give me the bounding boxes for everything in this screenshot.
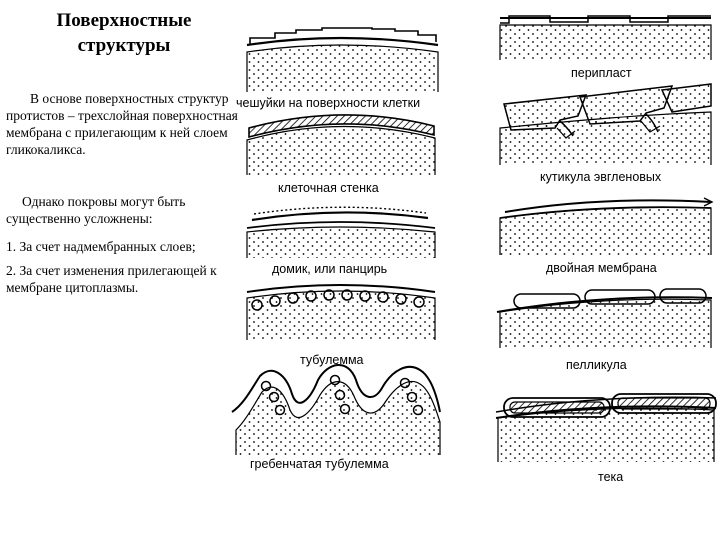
- scales-figure: [247, 28, 438, 92]
- label-house: домик, или панцирь: [272, 262, 387, 276]
- label-euglena-cuticle: кутикула эвгленовых: [540, 170, 661, 184]
- comb-tubulemma-figure: [232, 365, 440, 455]
- label-comb-tubulemma: гребенчатая тубулемма: [250, 457, 389, 471]
- euglena-cuticle-figure: [500, 84, 711, 165]
- label-scales: чешуйки на поверхности клетки: [236, 96, 420, 110]
- label-tubulemma: тубулемма: [300, 353, 364, 367]
- theca-figure: [496, 394, 716, 462]
- periplast-figure: [500, 16, 711, 60]
- label-periplast: перипласт: [571, 66, 632, 80]
- double-membrane-figure: [500, 198, 712, 255]
- label-pellicle: пелликула: [566, 358, 627, 372]
- tubulemma-figure: [247, 285, 435, 340]
- label-cell-wall: клеточная стенка: [278, 181, 379, 195]
- label-theca: тека: [598, 470, 623, 484]
- label-double-membrane: двойная мембрана: [546, 261, 657, 275]
- cell-wall-figure: [247, 115, 435, 175]
- pellicle-figure: [497, 289, 712, 348]
- lorica-figure: [247, 207, 435, 258]
